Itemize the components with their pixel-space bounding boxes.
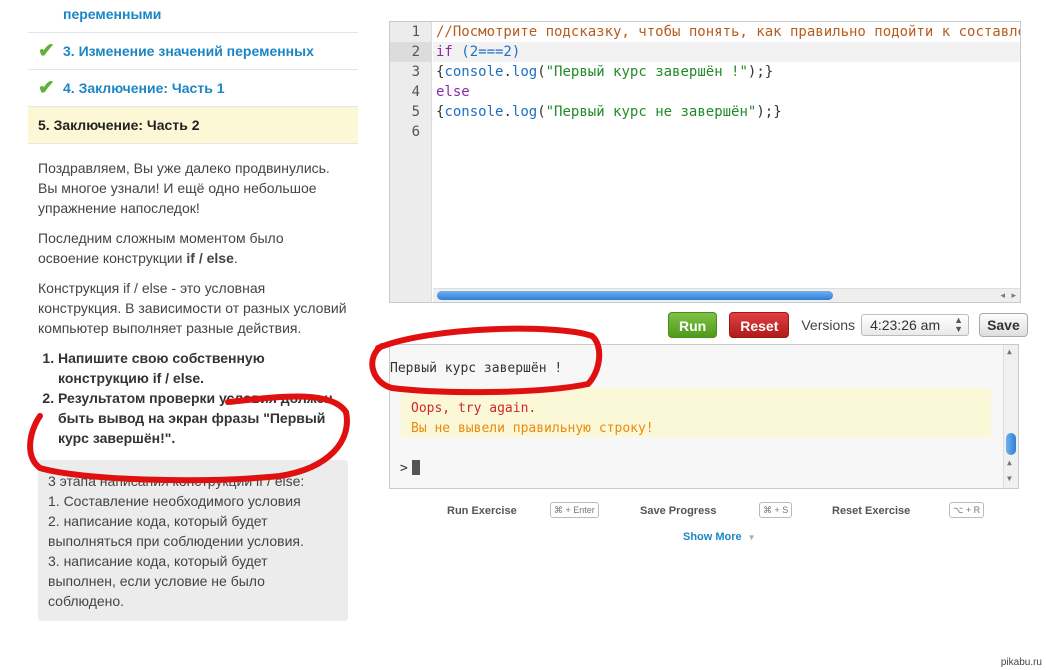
code-token: );}: [747, 64, 774, 80]
text-cursor: [411, 460, 420, 475]
shortcut-key: ⌘ + S: [759, 502, 793, 518]
lesson-item-label: 5. Заключение: Часть 2: [38, 117, 200, 133]
checkmark-icon: ✔: [38, 40, 55, 62]
version-select[interactable]: 4:23:26 am ▲▼: [861, 314, 970, 336]
console-prompt[interactable]: >: [400, 460, 420, 476]
code-token: log: [511, 104, 538, 120]
lesson-paragraph: Конструкция if / else - это условная кон…: [38, 280, 347, 336]
show-more-link[interactable]: Show More ▼: [683, 531, 756, 543]
code-token: log: [511, 64, 538, 80]
editor-toolbar: Run Reset Versions 4:23:26 am ▲▼ Save: [668, 312, 1028, 338]
instruction-list: Напишите свою собственную конструкцию if…: [28, 348, 358, 448]
paragraph-bold: if / else: [186, 250, 234, 266]
code-token: );}: [756, 104, 782, 120]
shortcut-key: ⌘ + Enter: [550, 502, 599, 518]
checkmark-icon: ✔: [38, 77, 55, 99]
code-token: (: [537, 64, 546, 80]
error-title: Oops, try again.: [411, 401, 537, 416]
shortcut-reset-exercise[interactable]: Reset Exercise: [832, 505, 911, 517]
lesson-item-label: 4. Заключение: Часть 1: [63, 80, 225, 96]
error-message-box: Oops, try again. Вы не вывели правильную…: [401, 388, 991, 437]
code-token: console: [444, 104, 504, 120]
console-panel[interactable]: Первый курс завершён ! Oops, try again. …: [389, 344, 1019, 489]
error-detail: Вы не вывели правильную строку!: [411, 421, 654, 436]
code-keyword: if: [436, 44, 453, 60]
watermark: pikabu.ru: [1000, 657, 1042, 668]
reset-button[interactable]: Reset: [729, 312, 790, 338]
code-line[interactable]: if (2===2): [433, 42, 1020, 62]
code-token: .: [503, 64, 512, 80]
select-arrows-icon: ▲▼: [954, 315, 964, 334]
hint-line: 2. написание кода, который будет выполня…: [48, 513, 304, 549]
hint-box: 3 этапа написания конструкции if / else:…: [38, 460, 348, 621]
lesson-item-3[interactable]: ✔ 3. Изменение значений переменных: [28, 33, 358, 70]
paragraph-text: Последним сложным моментом было освоение…: [38, 230, 284, 266]
instruction-item: Результатом проверки условия должен быть…: [58, 388, 358, 448]
scrollbar-thumb[interactable]: [1006, 433, 1016, 455]
save-button[interactable]: Save: [979, 313, 1028, 337]
scroll-down-icon[interactable]: ▼: [1007, 474, 1012, 483]
run-button[interactable]: Run: [668, 312, 718, 338]
lesson-paragraph: Последним сложным моментом было освоение…: [28, 228, 358, 268]
horizontal-scrollbar[interactable]: ◂ ▸: [433, 288, 1020, 302]
code-editor[interactable]: 1 2 3 4 5 6 //Посмотрите подсказку, чтоб…: [389, 21, 1021, 303]
shortcut-key: ⌥ + R: [949, 502, 985, 518]
lesson-item-label: 3. Изменение значений переменных: [63, 43, 314, 59]
scroll-arrows-icon[interactable]: ◂ ▸: [1000, 290, 1018, 300]
hint-line: 1. Составление необходимого условия: [48, 493, 301, 509]
code-comment: //Посмотрите подсказку, чтобы понять, ка…: [436, 24, 1021, 40]
vertical-scrollbar[interactable]: ▲ ▲ ▼: [1003, 345, 1018, 488]
code-line[interactable]: else: [433, 82, 1020, 102]
lesson-panel: переменными ✔ 3. Изменение значений пере…: [28, 0, 358, 621]
shortcut-run-exercise[interactable]: Run Exercise: [447, 505, 517, 517]
lesson-item-4[interactable]: ✔ 4. Заключение: Часть 1: [28, 70, 358, 107]
code-area[interactable]: //Посмотрите подсказку, чтобы понять, ка…: [433, 22, 1020, 142]
code-token: {: [436, 64, 445, 80]
code-line[interactable]: //Посмотрите подсказку, чтобы понять, ка…: [433, 22, 1020, 42]
scroll-up-icon[interactable]: ▲: [1007, 347, 1012, 356]
lesson-item-current[interactable]: 5. Заключение: Часть 2: [28, 107, 358, 144]
lesson-item-variables[interactable]: переменными: [28, 0, 358, 33]
code-line[interactable]: {console.log("Первый курс завершён !");}: [433, 62, 1020, 82]
scroll-up-icon[interactable]: ▲: [1007, 458, 1012, 467]
code-token: console: [444, 64, 504, 80]
line-number: 1: [411, 24, 420, 40]
versions-label: Versions: [801, 317, 856, 333]
line-number: 2: [390, 42, 431, 62]
code-line[interactable]: [433, 122, 1020, 142]
scrollbar-thumb[interactable]: [437, 291, 833, 300]
paragraph-end: .: [233, 250, 238, 266]
line-number-gutter: 1 2 3 4 5 6: [390, 22, 432, 302]
code-string: "Первый курс не завершён": [545, 104, 757, 120]
code-token: (: [537, 104, 546, 120]
hint-line: 3. написание кода, который будет выполне…: [48, 553, 268, 609]
lesson-item-label: переменными: [63, 6, 162, 22]
lesson-intro: Поздравляем, Вы уже далеко продвинулись.…: [38, 160, 330, 216]
code-keyword: else: [436, 84, 470, 100]
show-more-label: Show More: [683, 531, 742, 543]
console-output: Первый курс завершён !: [390, 361, 563, 376]
chevron-down-icon: ▼: [747, 533, 756, 542]
code-token: .: [503, 104, 512, 120]
line-number: 6: [411, 124, 420, 140]
instruction-item: Напишите свою собственную конструкцию if…: [58, 348, 358, 388]
code-token: {: [436, 104, 445, 120]
line-number: 4: [411, 84, 420, 100]
hint-line: 3 этапа написания конструкции if / else:: [48, 473, 305, 489]
shortcut-save-progress[interactable]: Save Progress: [640, 505, 717, 517]
prompt-symbol: >: [400, 461, 408, 476]
code-condition: (2===2): [452, 44, 521, 60]
version-value: 4:23:26 am: [870, 317, 941, 333]
line-number: 3: [411, 64, 420, 80]
line-number: 5: [411, 104, 420, 120]
code-line[interactable]: {console.log("Первый курс не завершён");…: [433, 102, 1020, 122]
code-string: "Первый курс завершён !": [545, 64, 748, 80]
